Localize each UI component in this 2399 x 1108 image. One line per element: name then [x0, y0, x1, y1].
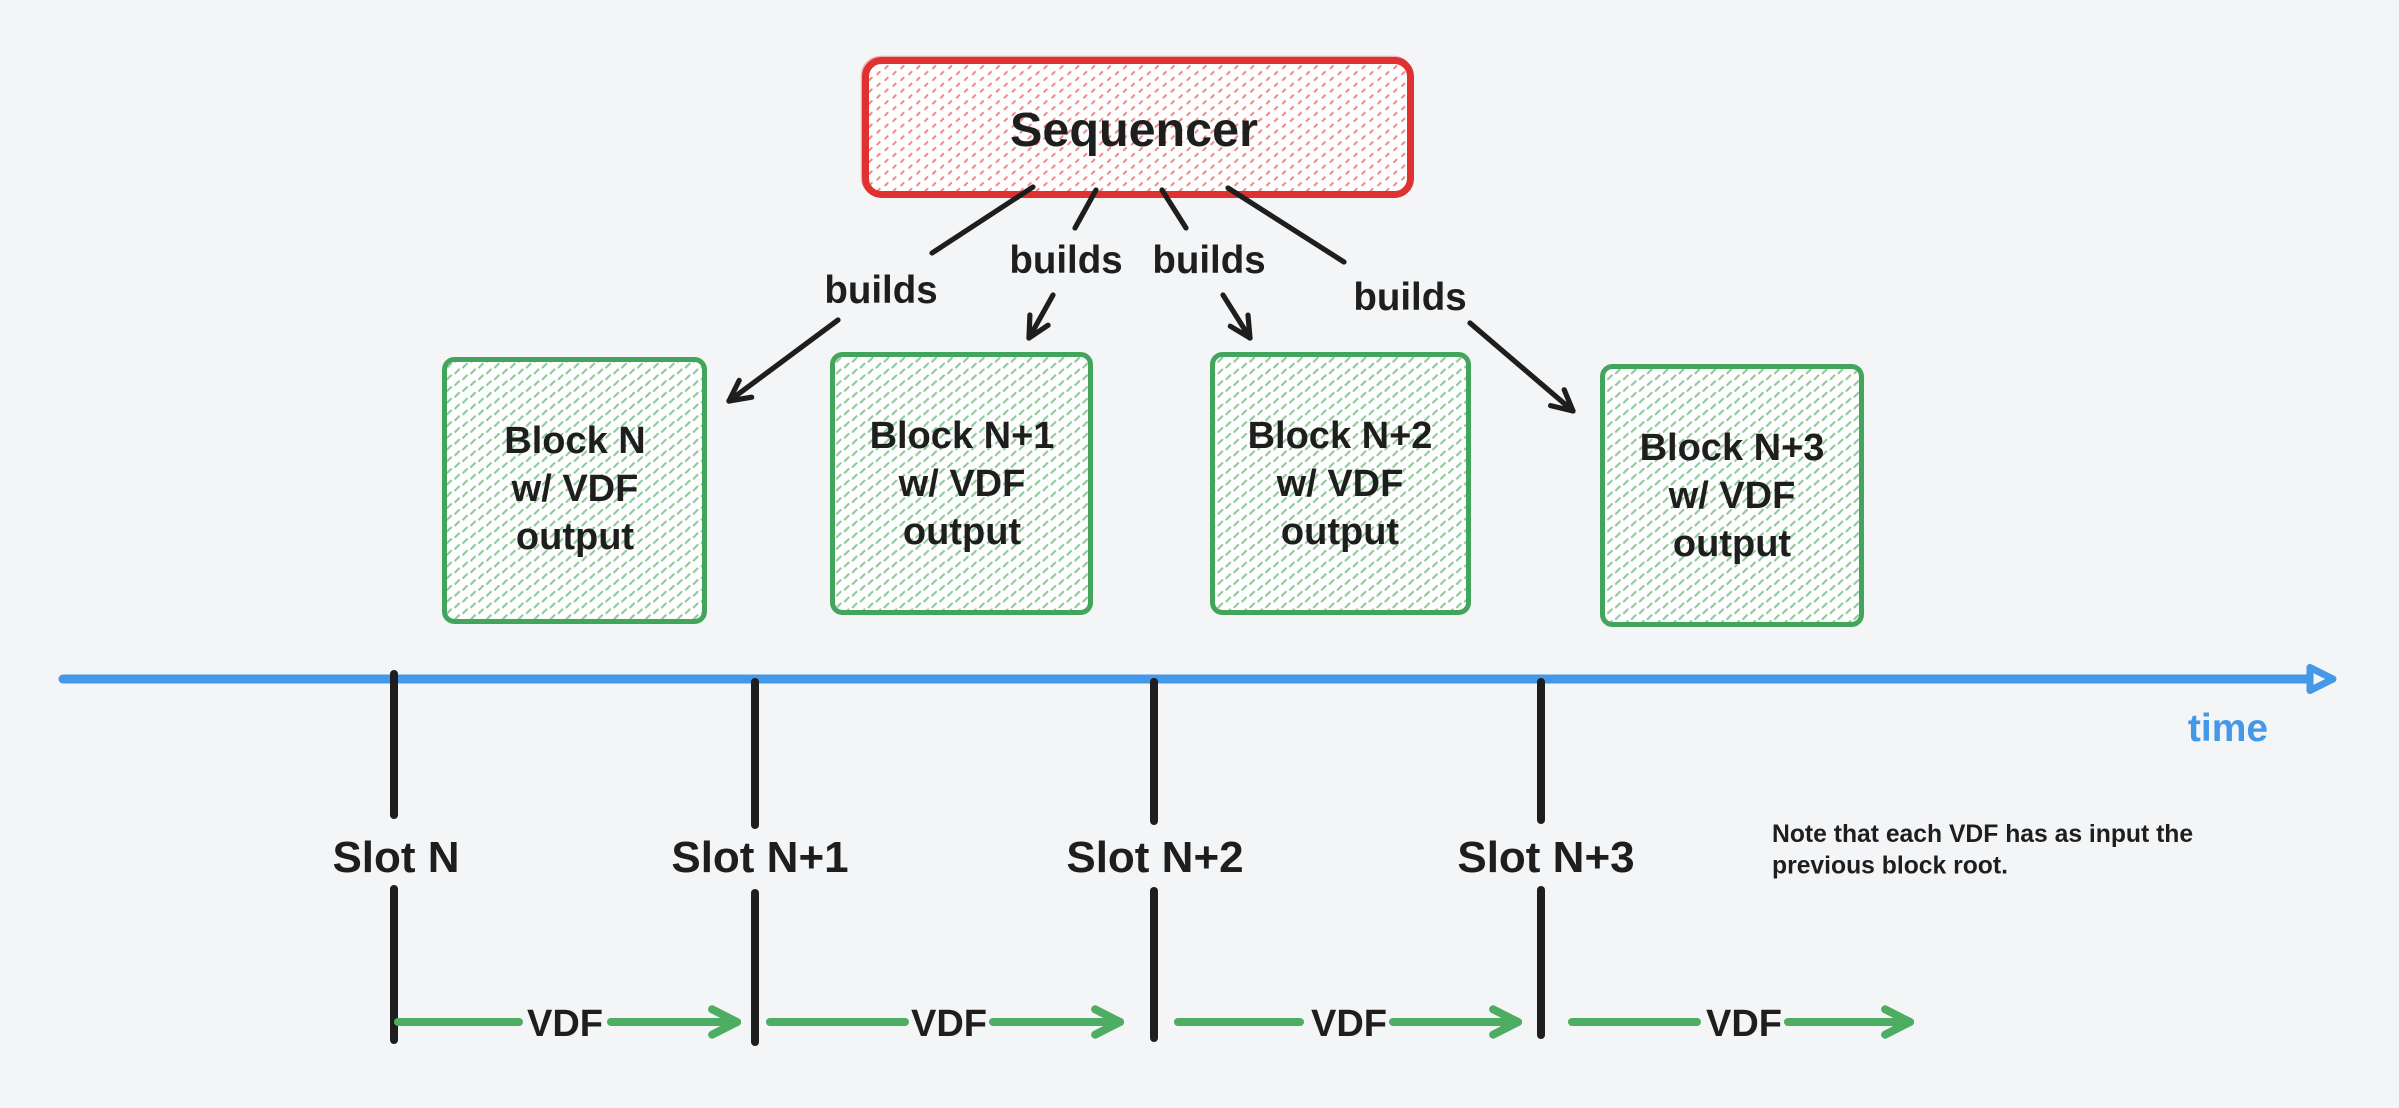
svg-text:Block N+2: Block N+2 [1248, 415, 1433, 457]
svg-text:Slot N+1: Slot N+1 [671, 833, 848, 882]
svg-text:VDF: VDF [527, 1003, 603, 1045]
svg-text:Slot N+3: Slot N+3 [1457, 833, 1634, 882]
svg-text:w/ VDF: w/ VDF [1668, 475, 1796, 517]
svg-text:Slot N: Slot N [332, 833, 459, 882]
svg-text:time: time [2188, 707, 2268, 750]
svg-text:Slot N+2: Slot N+2 [1066, 833, 1243, 882]
svg-text:builds: builds [824, 269, 937, 312]
svg-text:output: output [1673, 523, 1792, 565]
svg-text:VDF: VDF [1311, 1003, 1387, 1045]
svg-text:w/ VDF: w/ VDF [511, 468, 639, 510]
svg-text:w/ VDF: w/ VDF [898, 463, 1026, 505]
svg-text:output: output [516, 516, 635, 558]
svg-text:output: output [1281, 511, 1400, 553]
svg-text:Block N: Block N [504, 420, 645, 462]
svg-text:Sequencer: Sequencer [1010, 103, 1258, 157]
svg-text:builds: builds [1009, 239, 1122, 282]
svg-text:VDF: VDF [911, 1003, 987, 1045]
svg-text:Note that each VDF has as inpu: Note that each VDF has as input the [1772, 821, 2193, 848]
svg-text:VDF: VDF [1706, 1003, 1782, 1045]
svg-text:output: output [903, 511, 1022, 553]
svg-text:Block N+1: Block N+1 [870, 415, 1055, 457]
svg-text:previous block root.: previous block root. [1772, 853, 2008, 880]
svg-text:builds: builds [1152, 239, 1265, 282]
svg-text:Block N+3: Block N+3 [1640, 427, 1825, 469]
svg-text:builds: builds [1353, 276, 1466, 319]
svg-text:w/ VDF: w/ VDF [1276, 463, 1404, 505]
